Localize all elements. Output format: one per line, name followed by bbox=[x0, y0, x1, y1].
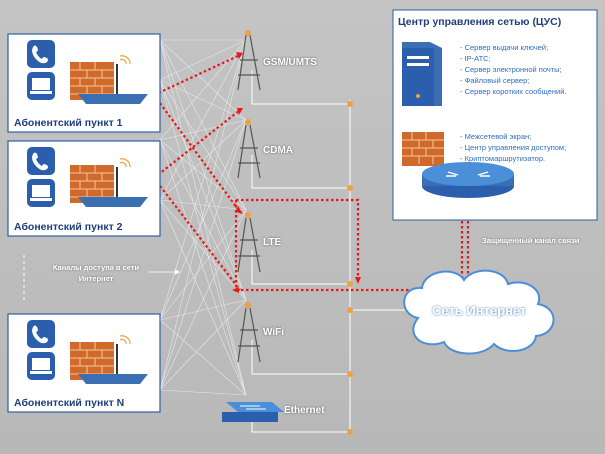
internet-label: Сеть Интернет bbox=[432, 303, 527, 318]
security-list-item: Центр управления доступом; bbox=[460, 142, 567, 153]
tower-icon bbox=[237, 119, 261, 179]
tower-icon bbox=[237, 212, 261, 273]
server-list-item: Сервер электронной почты; bbox=[460, 64, 566, 75]
tower-icon bbox=[237, 302, 261, 363]
server-icon bbox=[402, 42, 442, 106]
subscriber-box-2 bbox=[7, 140, 161, 237]
tower-icon bbox=[237, 30, 261, 91]
network-label-gsm: GSM/UMTS bbox=[263, 57, 317, 68]
network-label-cdma: CDMA bbox=[263, 145, 293, 156]
network-label-lte: LTE bbox=[263, 237, 282, 248]
router-icon bbox=[78, 197, 148, 207]
firewall-icon bbox=[402, 132, 444, 166]
internet-cloud bbox=[403, 269, 555, 355]
server-list: Сервер выдачи ключей; IP-АТС; Сервер эле… bbox=[460, 42, 567, 97]
server-list-item: Сервер выдачи ключей; bbox=[460, 42, 566, 53]
security-list-item: Криптомаршрутизатор. bbox=[460, 153, 566, 164]
security-list: Межсетевой экран; Центр управления досту… bbox=[460, 131, 567, 164]
subscriber-box-n bbox=[7, 313, 161, 413]
crypto-router-icon bbox=[422, 162, 514, 198]
network-label-ethernet: Ethernet bbox=[284, 405, 325, 416]
subscriber-box-1 bbox=[7, 33, 161, 133]
security-list-item: Межсетевой экран; bbox=[460, 131, 566, 142]
subscriber-label-1: Абонентский пункт 1 bbox=[14, 117, 123, 129]
phone-icon bbox=[27, 320, 55, 348]
router-icon bbox=[78, 374, 148, 384]
phone-icon bbox=[27, 147, 55, 175]
secure-channel-label: Защищенный канал связи bbox=[482, 236, 580, 245]
router-icon bbox=[78, 94, 148, 104]
phone-icon bbox=[27, 40, 55, 68]
server-list-item: Файловый сервер; bbox=[460, 75, 566, 86]
server-list-item: IP-АТС; bbox=[460, 53, 566, 64]
switch-icon bbox=[222, 402, 284, 422]
route-arrowheads bbox=[232, 52, 361, 293]
access-fan-lines bbox=[159, 39, 247, 396]
subscriber-label-n: Абонентский пункт N bbox=[14, 397, 125, 409]
subscriber-label-2: Абонентский пункт 2 bbox=[14, 221, 123, 233]
server-list-item: Сервер коротких сообщений. bbox=[460, 86, 567, 97]
access-note-arrowhead bbox=[175, 269, 180, 275]
cus-title: Центр управления сетью (ЦУС) bbox=[398, 16, 562, 28]
connector-dots bbox=[347, 101, 353, 435]
access-channels-note: Каналы доступа в сети Интернет bbox=[52, 263, 140, 283]
network-label-wifi: WiFi bbox=[263, 327, 285, 338]
